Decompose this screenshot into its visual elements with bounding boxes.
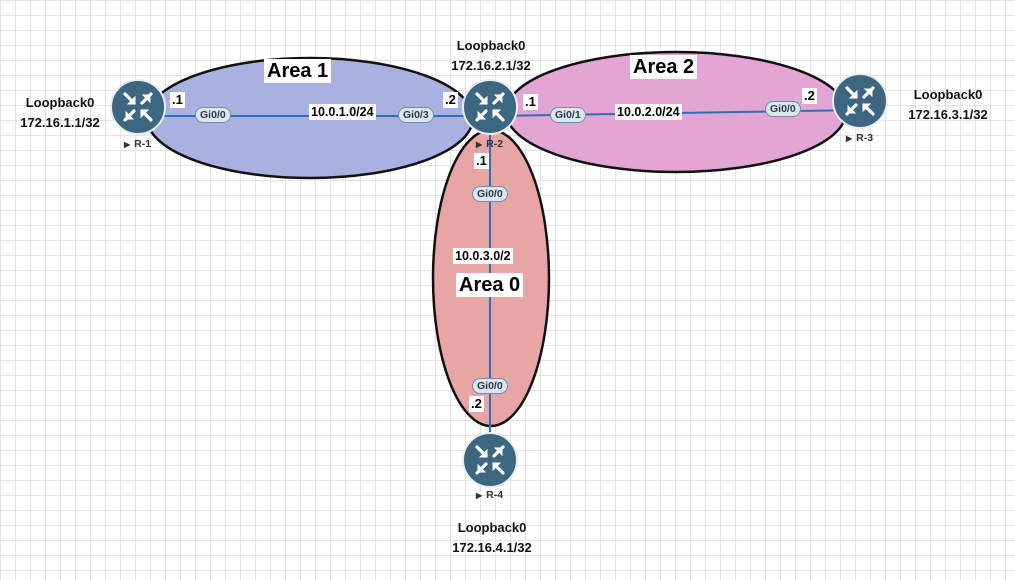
router-r1-name: ▶R-1: [124, 138, 152, 150]
r4-gi0-0-interface: Gi0/0: [472, 378, 508, 394]
r2-loopback-ip: 172.16.2.1/32: [451, 58, 531, 73]
r4-loopback-label: Loopback0 172.16.4.1/32: [440, 520, 544, 555]
r3-loopback-label: Loopback0 172.16.3.1/32: [898, 87, 998, 122]
r2-gi0-0-interface: Gi0/0: [472, 186, 508, 202]
r1-loopback-ip: 172.16.1.1/32: [20, 115, 100, 130]
area-2-label: Area 2: [630, 55, 698, 79]
network-r2-r4-label: 10.0.3.0/2: [453, 248, 513, 264]
router-r4-name: ▶R-4: [476, 489, 504, 501]
router-r3-icon[interactable]: [831, 72, 889, 130]
r2-loopback-label: Loopback0 172.16.2.1/32: [439, 38, 543, 73]
area-1-label: Area 1: [264, 59, 332, 83]
network-r1-r2-label: 10.0.1.0/24: [309, 104, 376, 120]
r2-link1-octet: .2: [443, 92, 458, 108]
router-r1-icon[interactable]: [109, 78, 167, 136]
r4-loopback-name: Loopback0: [457, 520, 527, 535]
router-r2-name: ▶R-2: [476, 138, 504, 150]
r3-gi0-0-interface: Gi0/0: [765, 101, 801, 117]
r2-loopback-name: Loopback0: [456, 38, 526, 53]
r1-link-octet: .1: [170, 92, 185, 108]
router-r4-icon[interactable]: [461, 431, 519, 489]
router-r3-name: ▶R-3: [846, 132, 874, 144]
r2-gi0-3-interface: Gi0/3: [398, 107, 434, 123]
r1-gi0-0-interface: Gi0/0: [195, 107, 231, 123]
r1-loopback-name: Loopback0: [25, 95, 95, 110]
r4-link-octet: .2: [469, 396, 484, 412]
r3-loopback-name: Loopback0: [913, 87, 983, 102]
area-0-label: Area 0: [456, 273, 524, 297]
router-r2-icon[interactable]: [461, 78, 519, 136]
r1-loopback-label: Loopback0 172.16.1.1/32: [12, 95, 108, 130]
r4-loopback-ip: 172.16.4.1/32: [452, 540, 532, 555]
r2-gi0-1-interface: Gi0/1: [550, 107, 586, 123]
r3-link-octet: .2: [802, 88, 817, 104]
r2-link2-octet: .1: [523, 94, 538, 110]
network-r2-r3-label: 10.0.2.0/24: [615, 104, 682, 120]
r2-link3-octet: .1: [474, 153, 489, 169]
r3-loopback-ip: 172.16.3.1/32: [908, 107, 988, 122]
